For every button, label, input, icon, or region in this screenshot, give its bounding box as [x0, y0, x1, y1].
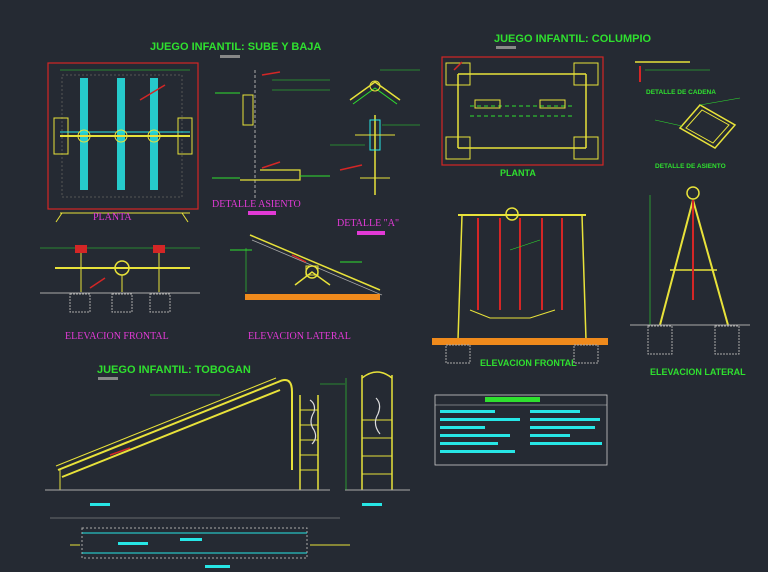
swing-side-label: ELEVACION LATERAL	[650, 367, 746, 377]
specification-table	[434, 394, 608, 466]
swing-front-elevation: ELEVACION FRONTAL	[432, 207, 608, 368]
seesaw-side-label: ELEVACION LATERAL	[248, 331, 351, 342]
title-underline	[220, 55, 240, 58]
seat-detail-label: DETALLE DE ASIENTO	[655, 163, 726, 170]
seesaw-front-label: ELEVACION FRONTAL	[65, 331, 169, 342]
seesaw-plan-label: PLANTA	[93, 212, 132, 223]
swing-side-elevation: ELEVACION LATERAL	[630, 186, 750, 377]
swing-title: JUEGO INFANTIL: COLUMPIO	[494, 33, 652, 45]
slide-front-elevation	[345, 371, 410, 506]
swing-seat-detail: DETALLE DE ASIENTO	[654, 97, 741, 170]
detail-a-label: DETALLE "A"	[337, 218, 399, 229]
title-underline	[496, 46, 516, 49]
seesaw-side-elevation: ELEVACION LATERAL	[230, 234, 383, 342]
seat-detail-label: DETALLE ASIENTO	[212, 199, 301, 210]
swing-plan-label: PLANTA	[500, 168, 536, 178]
seesaw-seat-detail: DETALLE ASIENTO	[212, 70, 330, 215]
seesaw-title: JUEGO INFANTIL: SUBE Y BAJA	[150, 41, 321, 53]
swing-plan-view: PLANTA	[441, 56, 604, 178]
slide-side-elevation	[45, 377, 345, 506]
title-underline	[98, 377, 118, 380]
chain-detail-label: DETALLE DE CADENA	[646, 89, 716, 96]
detail-a: DETALLE "A"	[330, 69, 420, 235]
slide-plan-view	[50, 517, 350, 568]
seesaw-front-elevation: ELEVACION FRONTAL	[40, 245, 200, 342]
slide-title: JUEGO INFANTIL: TOBOGAN	[97, 364, 251, 376]
swing-chain-detail: DETALLE DE CADENA	[635, 61, 716, 96]
swing-front-label: ELEVACION FRONTAL	[480, 358, 577, 368]
seesaw-plan-view: PLANTA	[47, 62, 199, 223]
